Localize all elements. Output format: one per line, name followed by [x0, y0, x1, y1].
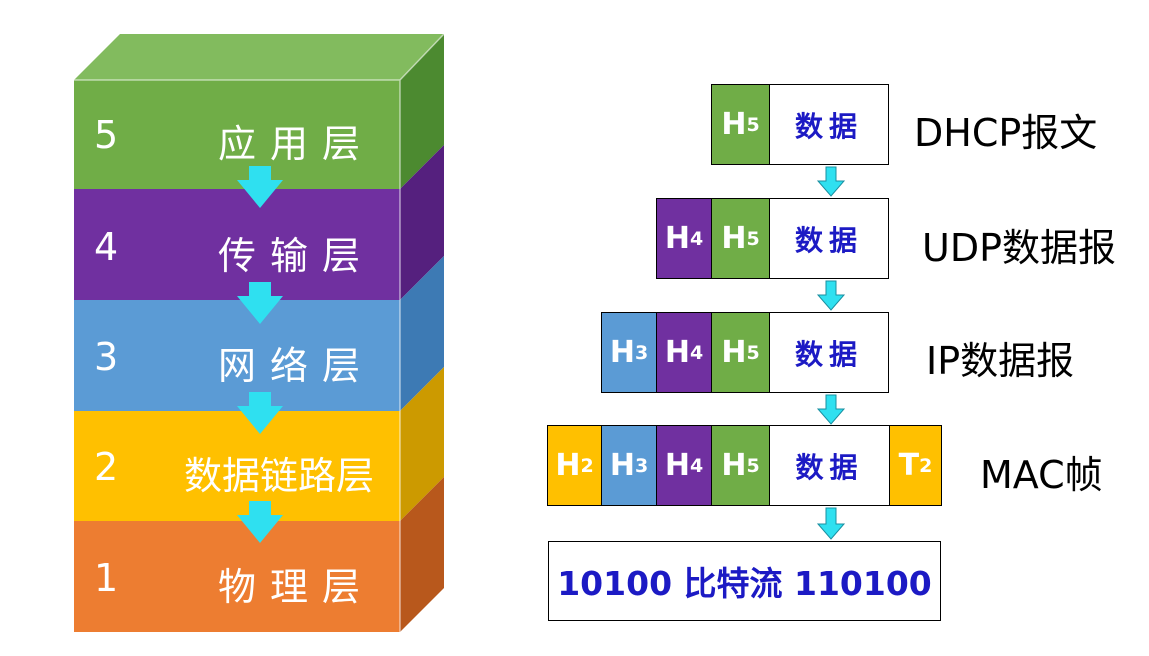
layer-2-side — [400, 367, 444, 521]
data-box-row1: 数据 — [769, 84, 889, 165]
encap-arrow-2 — [816, 280, 846, 311]
data-box-row4: 数据 — [769, 425, 890, 506]
layer-4-front — [74, 189, 400, 300]
data-box-row3: 数据 — [769, 312, 889, 393]
layer-1-name: 物理层 — [217, 565, 374, 609]
layer-3-name: 网络层 — [217, 344, 374, 388]
layer-4-number: 4 — [94, 225, 119, 269]
layer-2-name: 数据链路层 — [183, 454, 374, 498]
pdu-label-mac: MAC帧 — [980, 453, 1103, 497]
encap-arrow-4 — [816, 507, 846, 540]
bitstream-box: 10100 比特流 110100 — [548, 541, 941, 621]
layer-5-side — [400, 34, 444, 189]
layer-1-front — [74, 521, 400, 632]
layer-arrow-3-2 — [237, 392, 283, 434]
layer-2-front — [74, 411, 400, 521]
stack-top-face — [74, 34, 444, 80]
layer-4-name: 传输层 — [217, 234, 374, 278]
layer-stack-graphic — [74, 33, 445, 632]
layer-arrow-4-3 — [237, 282, 283, 324]
layer-5-front — [74, 80, 400, 189]
encap-arrow-3 — [816, 394, 846, 425]
encap-arrow-1 — [816, 166, 846, 197]
layer-2-number: 2 — [94, 445, 119, 489]
layer-4-side — [400, 145, 444, 300]
layer-5-number: 5 — [94, 113, 119, 157]
layer-1-number: 1 — [94, 556, 119, 600]
pdu-label-udp: UDP数据报 — [922, 226, 1116, 270]
data-box-row2: 数据 — [769, 198, 889, 279]
layer-1-side — [400, 477, 444, 632]
pdu-label-dhcp: DHCP报文 — [914, 111, 1098, 155]
layer-stack: 5 应用层 4 传输层 3 网络层 2 数据链路层 1 物理层 — [0, 0, 450, 656]
pdu-label-ip: IP数据报 — [926, 339, 1075, 383]
layer-3-number: 3 — [94, 335, 119, 379]
layer-5-name: 应用层 — [217, 122, 374, 166]
layer-arrow-2-1 — [237, 501, 283, 543]
layer-3-front — [74, 300, 400, 411]
layer-arrow-5-4 — [237, 166, 283, 208]
layer-3-side — [400, 256, 444, 411]
